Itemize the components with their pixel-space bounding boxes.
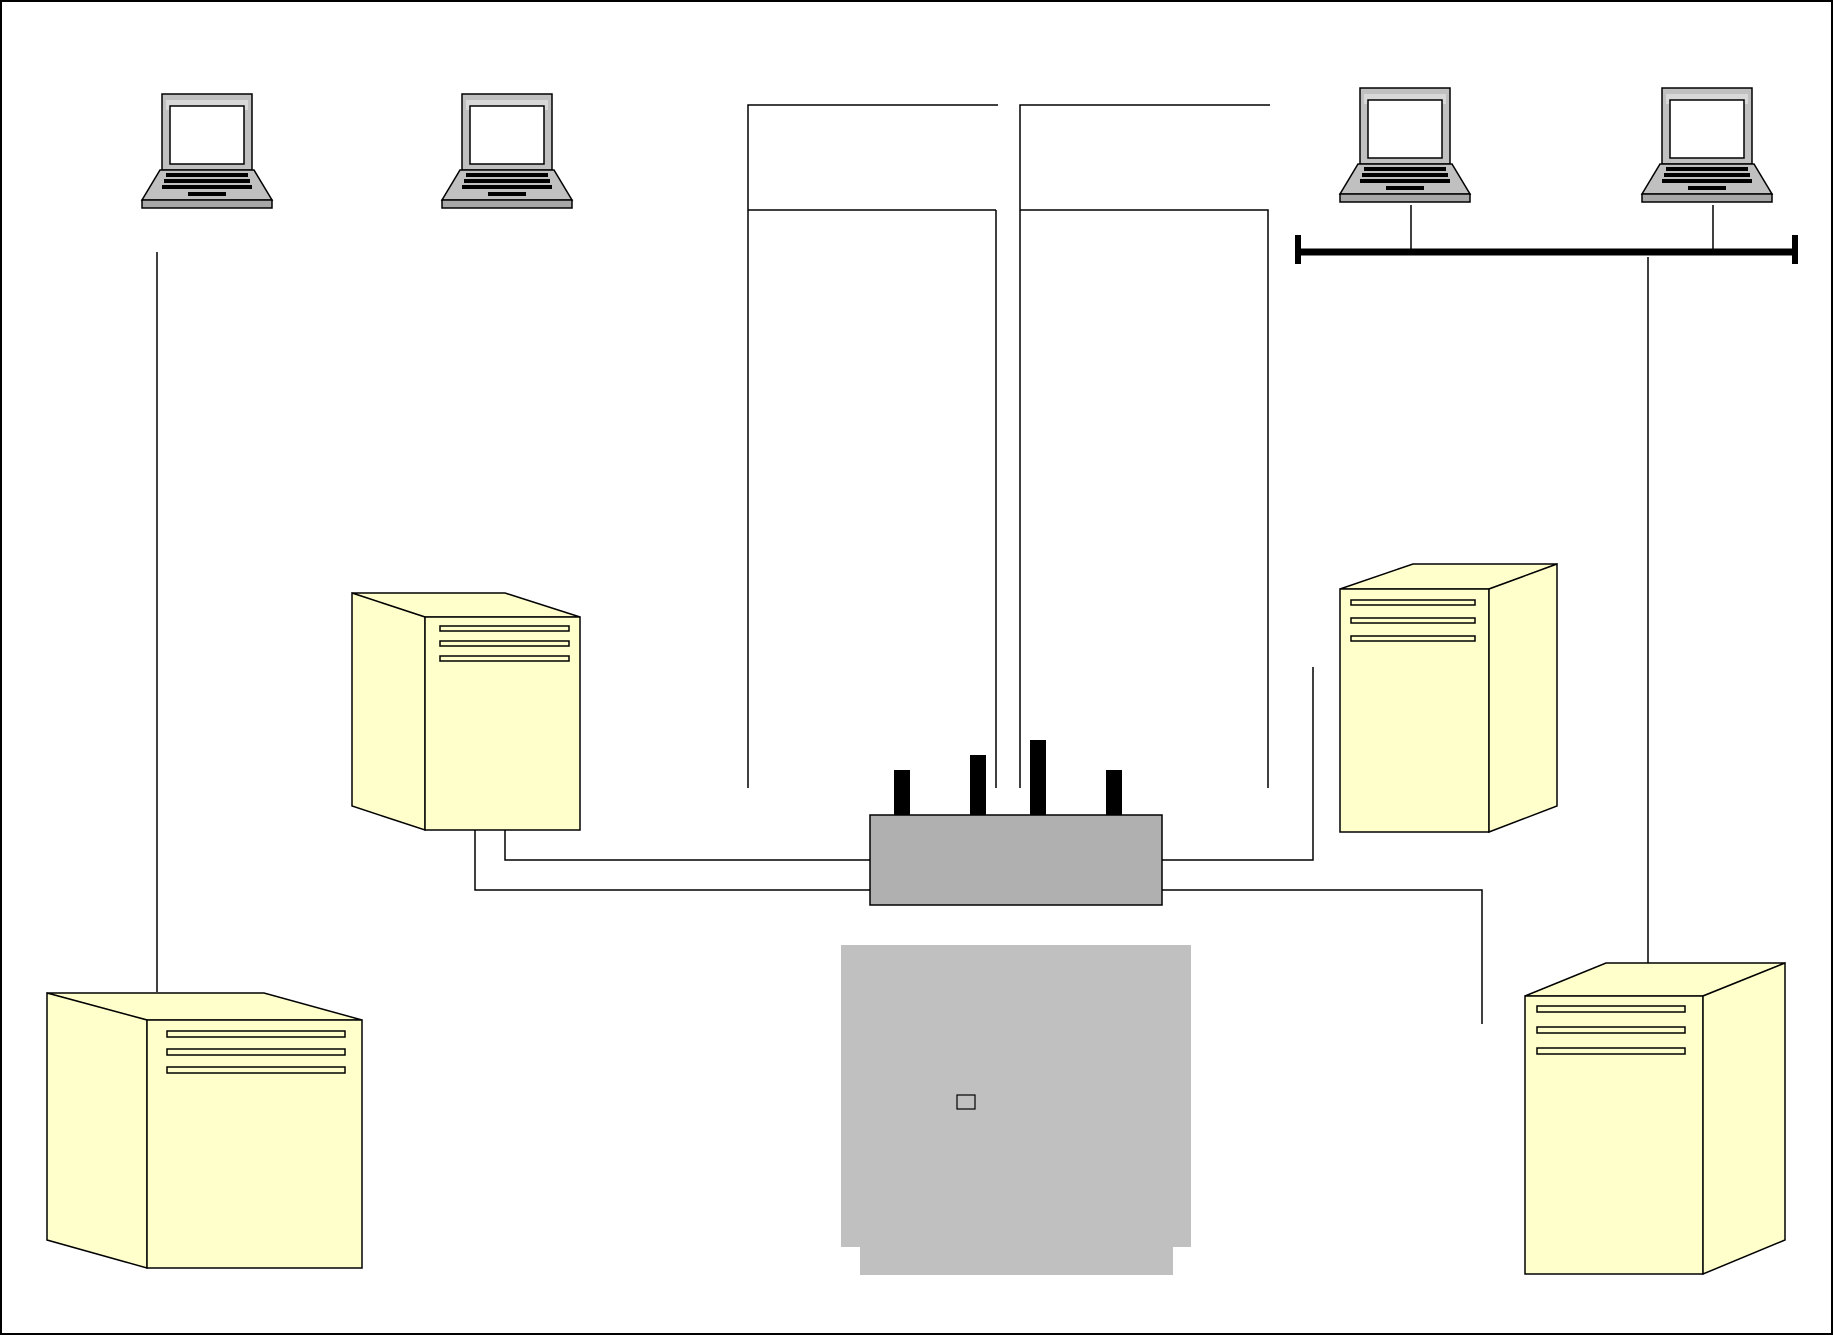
link-hub-server3 <box>1162 667 1314 861</box>
link-panel-right-outer <box>1019 104 1270 788</box>
hub-antenna <box>894 770 910 815</box>
laptop-icon <box>441 93 573 209</box>
device-block-icon <box>841 945 1191 1275</box>
server-tower-icon <box>1524 961 1786 1276</box>
connections <box>156 104 1714 1024</box>
hub-antenna <box>970 755 986 815</box>
link-server2-hub-lower <box>474 830 870 891</box>
hub-antenna <box>1106 770 1122 815</box>
laptop-icon <box>1641 87 1773 203</box>
bus-backbone <box>1295 235 1798 264</box>
link-server2-hub-upper <box>504 830 870 861</box>
server-tower-icon <box>46 992 363 1269</box>
link-hub-server4 <box>1162 889 1483 1024</box>
server-tower-icon <box>1339 562 1558 834</box>
server-tower-icon <box>351 591 581 832</box>
link-panel-right-inner <box>1020 209 1269 788</box>
network-hub-icon <box>869 740 1163 906</box>
laptop-icon <box>141 93 273 209</box>
hub-body <box>869 814 1163 906</box>
laptop-icon <box>1339 87 1471 203</box>
hub-antenna <box>1030 740 1046 815</box>
device-indicator <box>956 1094 976 1110</box>
link-panel-left-outer <box>747 104 998 788</box>
